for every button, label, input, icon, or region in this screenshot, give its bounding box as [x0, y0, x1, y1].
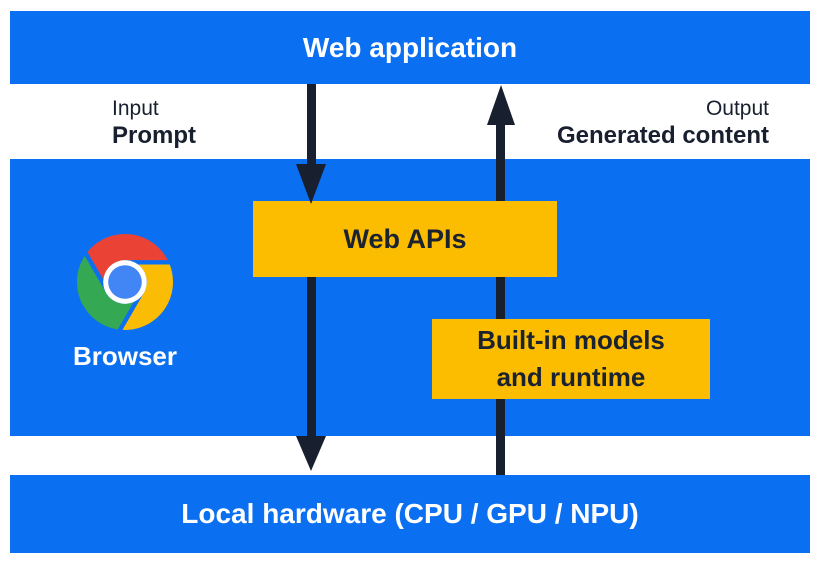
input-flow-arrow-upper-down-icon: [296, 164, 326, 204]
built-in-models-label-line2: and runtime: [496, 362, 646, 392]
input-prompt-label: Input Prompt: [112, 96, 196, 149]
generated-content-label: Generated content: [556, 122, 769, 149]
prompt-label: Prompt: [112, 122, 196, 149]
web-application-bar: [10, 11, 810, 84]
output-generated-label: Output Generated content: [557, 96, 769, 149]
web-apis-label: Web APIs: [343, 223, 467, 254]
output-label: Output: [705, 97, 769, 120]
local-hardware-label: Local hardware (CPU / GPU / NPU): [181, 498, 639, 529]
input-label: Input: [112, 97, 159, 120]
web-apis-box: Web APIs: [253, 201, 557, 277]
browser-label: Browser: [72, 341, 178, 371]
input-flow-arrow-upper-shaft: [307, 84, 316, 169]
output-flow-arrow-up-icon: [487, 85, 515, 125]
built-in-models-box: Built-in models and runtime: [432, 319, 710, 399]
local-hardware-bar: [10, 475, 810, 553]
input-flow-arrow-lower-down-icon: [296, 436, 326, 471]
chrome-icon: [76, 234, 173, 330]
output-flow-arrow-shaft: [496, 120, 505, 475]
web-application-label: Web application: [302, 32, 518, 63]
built-in-models-label-line1: Built-in models: [477, 325, 665, 355]
input-flow-arrow-lower-shaft: [307, 277, 316, 438]
